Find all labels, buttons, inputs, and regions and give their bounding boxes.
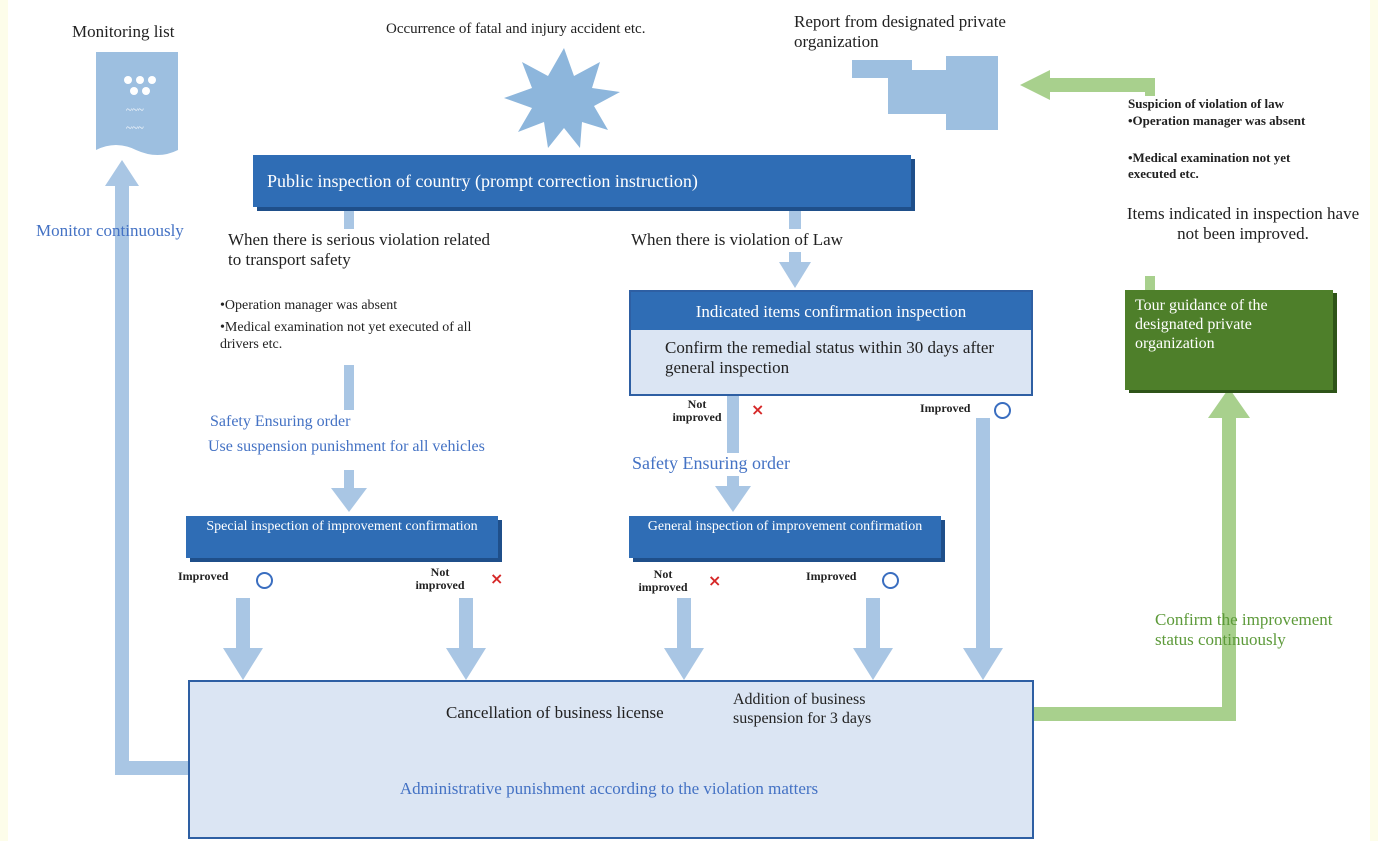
arrowhead-special-not-improved	[446, 648, 486, 680]
public-inspection-box: Public inspection of country (prompt cor…	[253, 155, 911, 207]
connector-special-improved	[236, 598, 250, 650]
public-inspection-text: Public inspection of country (prompt cor…	[267, 171, 698, 191]
monitor-arrowhead	[105, 160, 139, 186]
tour-guidance-box: Tour guidance of the designated private …	[1125, 290, 1333, 390]
green-stub	[1145, 276, 1155, 290]
connector-indicated-improved	[976, 418, 990, 650]
general-improved-label: Improved	[806, 569, 857, 583]
diagram-canvas: ~~~ ~~~ Monitoring list Occurrence of fa…	[8, 0, 1370, 841]
loop-bottom-segment	[115, 761, 190, 775]
confirm-status-label: Confirm the improvement status continuou…	[1155, 610, 1333, 650]
general-not-improved-label: Not improved	[638, 567, 688, 594]
not-improved-cross-icon: ×	[751, 400, 765, 419]
accident-burst-icon	[504, 48, 620, 148]
connector-mid-down	[789, 207, 801, 229]
green-horizontal	[1032, 707, 1236, 721]
suspicion-title: Suspicion of violation of law	[1128, 96, 1285, 111]
pointing-hand-icon	[852, 56, 998, 130]
connector-layer: ~~~ ~~~	[96, 48, 1250, 775]
indicated-inspection-header: Indicated items confirmation inspection	[631, 292, 1031, 330]
green-arrowhead-left	[1020, 70, 1050, 100]
suspicion-item-1: •Operation manager was absent	[1128, 113, 1306, 128]
administrative-punishment-label: Administrative punishment according to t…	[399, 779, 819, 798]
arrowhead-general-not-improved	[664, 648, 704, 680]
special-improved-label: Improved	[178, 569, 229, 583]
connector-general-not-improved	[677, 598, 691, 650]
arrowhead-to-indicated	[779, 262, 811, 288]
green-vertical	[1222, 415, 1236, 721]
suspicion-item-2: •Medical examination not yet executed et…	[1128, 150, 1291, 181]
not-improved-cross-icon: ×	[708, 571, 722, 590]
general-inspection-text: General inspection of improvement confir…	[647, 519, 923, 534]
monitoring-list-icon: ~~~ ~~~	[96, 52, 178, 155]
svg-text:~~~: ~~~	[126, 104, 144, 116]
safety-order-mid: Safety Ensuring order	[632, 453, 790, 473]
connector-left-mid	[344, 365, 354, 410]
arrowhead-indicated-improved	[963, 648, 1003, 680]
monitoring-list-label: Monitoring list	[72, 22, 175, 41]
serious-item-2: •Medical examination not yet executed of…	[220, 320, 472, 352]
cancellation-label: Cancellation of business license	[446, 703, 664, 722]
connector-left-low	[344, 470, 354, 490]
administrative-punishment-box	[188, 680, 1034, 839]
green-top-horizontal	[1048, 78, 1155, 92]
connector-special-not-improved	[459, 598, 473, 650]
arrowhead-to-general	[715, 486, 751, 512]
items-not-improved-label: Items indicated in inspection have not b…	[1126, 204, 1360, 244]
green-arrowhead-up	[1208, 388, 1250, 418]
special-not-improved-label: Not improved	[415, 565, 465, 592]
addition-label: Addition of business suspension for 3 da…	[733, 691, 872, 728]
general-inspection-box: General inspection of improvement confir…	[629, 516, 941, 558]
report-label: Report from designated private organizat…	[794, 12, 1006, 52]
serious-violation-title: When there is serious violation related …	[228, 230, 490, 270]
special-inspection-text: Special inspection of improvement confir…	[206, 519, 478, 534]
indicated-inspection-body: Confirm the remedial status within 30 da…	[665, 338, 995, 378]
special-inspection-box: Special inspection of improvement confir…	[186, 516, 498, 558]
improved-circle-icon	[882, 572, 899, 589]
indicated-inspection-title: Indicated items confirmation inspection	[695, 302, 967, 321]
safety-order-left-line1: Safety Ensuring order	[210, 413, 351, 430]
loop-vertical-segment	[115, 182, 129, 775]
indicated-not-improved-label: Not improved	[672, 397, 722, 424]
tour-guidance-text: Tour guidance of the designated private …	[1135, 297, 1268, 353]
serious-item-1: •Operation manager was absent	[220, 298, 398, 313]
monitor-continuously-label: Monitor continuously	[36, 221, 184, 240]
arrowhead-to-special	[331, 488, 367, 512]
safety-order-left-line2: Use suspension punishment for all vehicl…	[208, 438, 485, 455]
accident-label: Occurrence of fatal and injury accident …	[386, 21, 646, 37]
svg-text:~~~: ~~~	[126, 122, 144, 134]
violation-of-law-label: When there is violation of Law	[631, 230, 843, 249]
arrowhead-general-improved	[853, 648, 893, 680]
indicated-improved-label: Improved	[920, 401, 971, 415]
not-improved-cross-icon: ×	[490, 569, 504, 588]
connector-left-down	[344, 207, 354, 229]
improved-circle-icon	[256, 572, 273, 589]
connector-not-improved	[727, 393, 739, 453]
indicated-inspection-box: Indicated items confirmation inspection …	[629, 290, 1033, 396]
connector-general-improved	[866, 598, 880, 650]
arrowhead-special-improved	[223, 648, 263, 680]
improved-circle-icon	[994, 402, 1011, 419]
connector-mid-low	[789, 252, 801, 264]
connector-to-general	[727, 476, 739, 488]
